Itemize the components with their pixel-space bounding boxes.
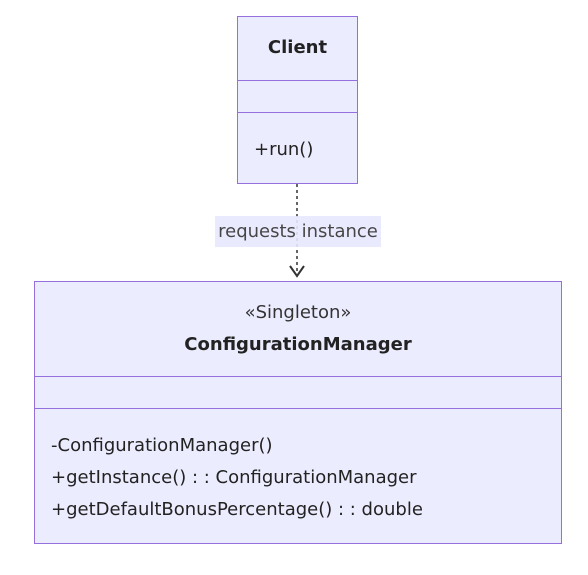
class-configuration-manager-attributes-section xyxy=(35,377,561,409)
class-configuration-manager-method: +getDefaultBonusPercentage() : : double xyxy=(51,499,423,520)
class-client-name: Client xyxy=(267,37,328,58)
class-client-title-section: Client xyxy=(238,17,357,81)
class-configuration-manager-title-section: «Singleton» ConfigurationManager xyxy=(35,282,561,377)
edge-label-requests-instance: requests instance xyxy=(215,216,381,247)
dependency-arrowhead xyxy=(289,265,305,278)
class-client[interactable]: Client +run() xyxy=(237,16,358,184)
class-client-methods-section: +run() xyxy=(238,113,357,183)
class-configuration-manager-name: ConfigurationManager xyxy=(184,334,412,355)
class-configuration-manager[interactable]: «Singleton» ConfigurationManager -Config… xyxy=(34,281,562,544)
class-configuration-manager-methods-section: -ConfigurationManager() +getInstance() :… xyxy=(35,409,561,543)
class-client-method: +run() xyxy=(254,139,314,160)
class-configuration-manager-stereotype: «Singleton» xyxy=(244,302,352,323)
class-client-attributes-section xyxy=(238,81,357,113)
class-configuration-manager-method: -ConfigurationManager() xyxy=(51,435,273,456)
class-configuration-manager-method: +getInstance() : : ConfigurationManager xyxy=(51,467,417,488)
